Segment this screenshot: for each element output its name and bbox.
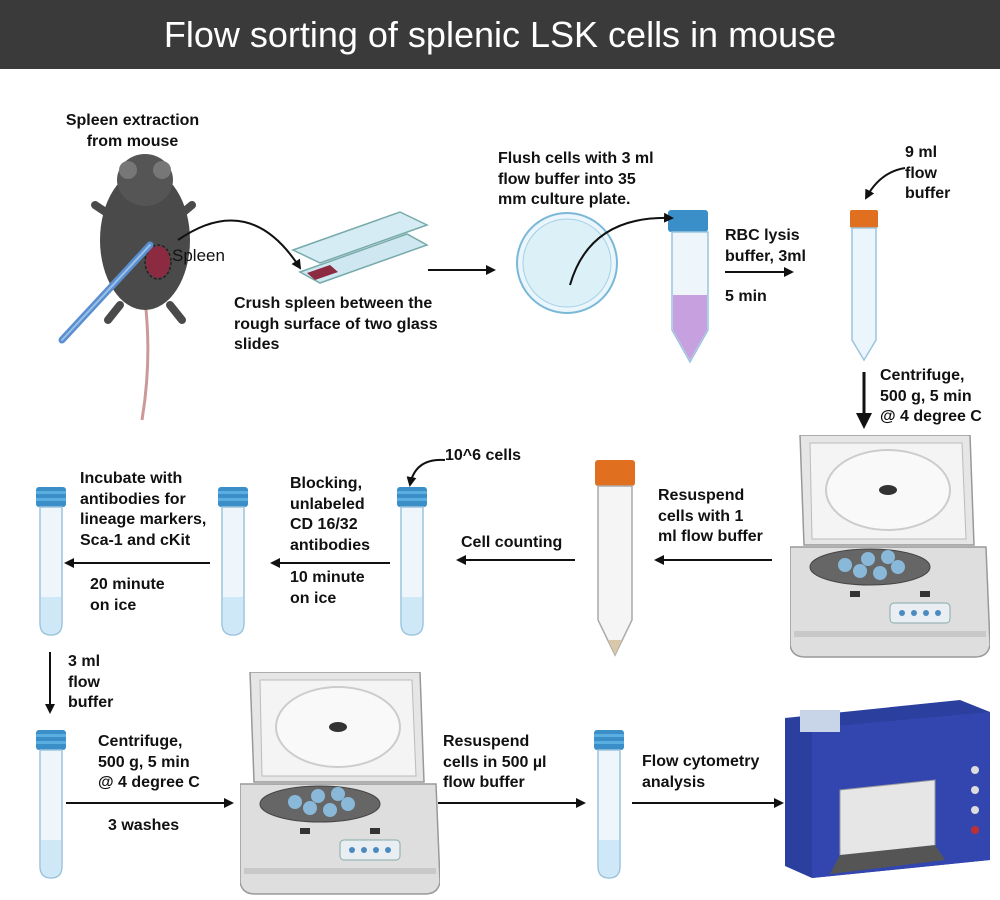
tube-washes	[36, 730, 66, 879]
tube-start-row	[36, 487, 66, 636]
label-flush: Flush cells with 3 ml flow buffer into 3…	[498, 150, 654, 208]
tube-incubate	[218, 487, 248, 636]
tube-resuspend	[594, 730, 624, 879]
orange-cap-tube-top	[850, 210, 878, 362]
label-spleen: Spleen	[172, 246, 225, 265]
label-resuspend-1ml: Resuspend cells with 1 ml flow buffer	[658, 487, 763, 545]
label-blocking-time: 10 minute on ice	[290, 569, 365, 607]
arrow-9ml	[865, 167, 906, 200]
page-title: Flow sorting of splenic LSK cells in mou…	[163, 14, 837, 55]
label-crush: Crush spleen between the rough surface o…	[234, 295, 438, 353]
label-incubate: Incubate with antibodies for lineage mar…	[80, 470, 207, 549]
label-rbc-lysis: RBC lysis buffer, 3ml	[725, 227, 806, 265]
label-resuspend-500: Resuspend cells in 500 µl flow buffer	[443, 733, 547, 791]
arrow-mouse-to-slides	[177, 219, 302, 270]
label-9ml-buffer: 9 ml flow buffer	[905, 144, 951, 202]
title-bar	[0, 0, 1000, 69]
label-incubate-time: 20 minute on ice	[90, 576, 165, 614]
label-centrifuge-1: Centrifuge, 500 g, 5 min @ 4 degree C	[880, 367, 982, 425]
culture-plate	[516, 212, 618, 314]
lysis-tube	[668, 210, 709, 364]
centrifuge-2	[240, 672, 440, 895]
label-washes: 3 washes	[108, 817, 180, 834]
flow-cytometer	[785, 700, 990, 878]
label-cell-counting: Cell counting	[461, 534, 563, 551]
arrow-cells-count	[406, 458, 446, 487]
orange-cap-tube-large	[595, 460, 635, 657]
centrifuge-1	[790, 435, 990, 658]
label-blocking: Blocking, unlabeled CD 16/32 antibodies	[290, 475, 371, 554]
label-rbc-time: 5 min	[725, 288, 767, 305]
tube-blocking	[397, 487, 427, 636]
label-cells-count: 10^6 cells	[445, 447, 522, 464]
arrow-plate-to-tube	[569, 212, 674, 286]
label-flow-cytometry: Flow cytometry analysis	[642, 753, 760, 791]
label-centrifuge-2: Centrifuge, 500 g, 5 min @ 4 degree C	[98, 733, 200, 791]
label-spleen-extraction: Spleen extraction from mouse	[65, 112, 200, 150]
mouse-illustration	[58, 154, 196, 421]
glass-slides	[291, 211, 429, 284]
label-3ml-buffer: 3 ml flow buffer	[68, 653, 114, 711]
